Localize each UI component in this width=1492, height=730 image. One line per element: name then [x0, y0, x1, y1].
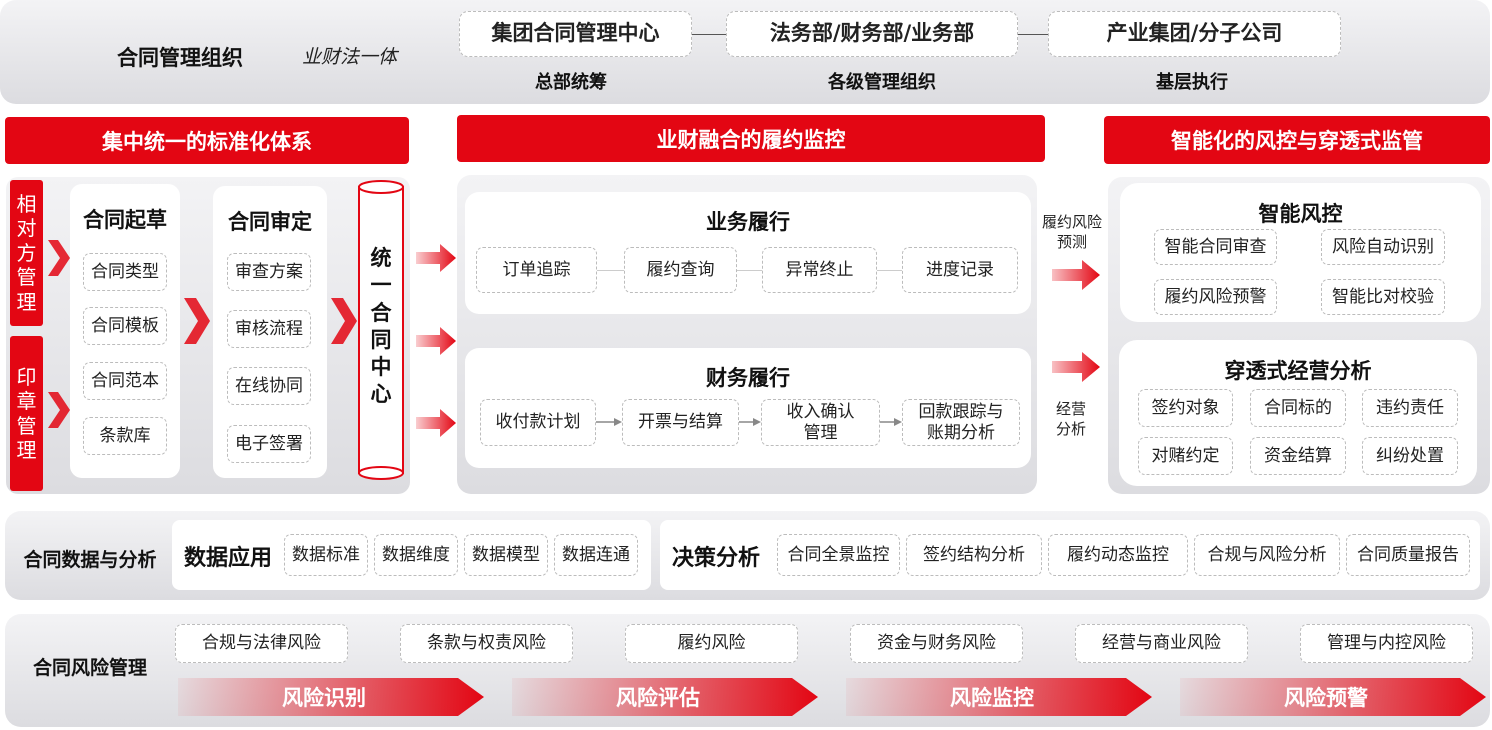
org-box-dept: 法务部/财务部/业务部: [726, 11, 1018, 57]
analysis-item: 资金结算: [1250, 437, 1346, 475]
draft-item: 合同类型: [83, 253, 167, 291]
risk-stage-alert: 风险预警: [1180, 678, 1486, 716]
finance-performance-title: 财务履行: [706, 366, 790, 390]
finance-item: 收入确认管理: [761, 399, 880, 446]
risk-category: 管理与内控风险: [1300, 624, 1473, 663]
arrow-right-icon: [1052, 352, 1100, 382]
risk-stage-label: 风险识别: [282, 686, 366, 710]
analysis-item: 纠纷处置: [1362, 437, 1458, 475]
smart-risk-item: 履约风险预警: [1154, 279, 1277, 315]
org-connector: [1018, 34, 1048, 35]
chevron-right-icon: [48, 392, 70, 428]
decision-item: 合同质量报告: [1346, 534, 1470, 576]
analysis-item: 签约对象: [1138, 389, 1233, 427]
risk-stage-monitor: 风险监控: [846, 678, 1152, 716]
header-standardization: 集中统一的标准化体系: [5, 117, 409, 164]
decision-item: 合规与风险分析: [1194, 534, 1340, 576]
finance-item: 开票与结算: [622, 399, 739, 446]
org-label-hq: 总部统筹: [535, 72, 607, 93]
analysis-item: 对赌约定: [1138, 437, 1233, 475]
arrow-right-icon: [880, 418, 902, 426]
risk-category: 合规与法律风险: [175, 624, 348, 663]
org-label-sub: 基层执行: [1156, 72, 1228, 93]
org-box-hq: 集团合同管理中心: [459, 11, 692, 57]
decision-title: 决策分析: [671, 546, 760, 571]
finance-item: 回款跟踪与账期分析: [902, 399, 1020, 446]
org-title: 合同管理组织: [117, 46, 243, 70]
business-item: 进度记录: [902, 247, 1018, 293]
draft-item: 合同范本: [83, 362, 167, 400]
org-box-sub: 产业集团/分子公司: [1048, 11, 1341, 57]
review-item: 在线协同: [227, 367, 311, 405]
smart-risk-item: 智能合同审查: [1154, 229, 1277, 265]
connector-line: [877, 270, 902, 271]
risk-stage-assess: 风险评估: [512, 678, 818, 716]
connector-label-business-analysis: 经营分析: [1055, 400, 1086, 438]
risk-category: 履约风险: [625, 624, 798, 663]
chevron-right-icon: [48, 240, 70, 276]
decision-item: 签约结构分析: [906, 534, 1042, 576]
risk-stage-label: 风险预警: [1284, 686, 1368, 710]
finance-item: 收付款计划: [480, 399, 596, 446]
draft-title: 合同起草: [83, 208, 167, 232]
analysis-item: 合同标的: [1250, 389, 1346, 427]
data-app-item: 数据模型: [464, 534, 548, 576]
org-label-dept: 各级管理组织: [828, 72, 936, 93]
draft-item: 合同模板: [83, 307, 167, 345]
side-tab-seal: 印章管理: [10, 336, 43, 491]
connector-label-risk-forecast: 履约风险预测: [1041, 213, 1102, 251]
risk-management-label: 合同风险管理: [32, 657, 147, 679]
smart-risk-title: 智能风控: [1258, 202, 1343, 226]
risk-category: 经营与商业风险: [1075, 624, 1248, 663]
review-item: 审查方案: [227, 253, 311, 291]
connector-line: [597, 270, 624, 271]
data-app-item: 数据标准: [284, 534, 368, 576]
data-app-title: 数据应用: [183, 546, 272, 571]
risk-stage-label: 风险评估: [616, 686, 700, 710]
business-performance-title: 业务履行: [706, 210, 790, 234]
risk-category: 资金与财务风险: [850, 624, 1023, 663]
penetrating-analysis-title: 穿透式经营分析: [1224, 359, 1372, 383]
business-item: 异常终止: [762, 247, 877, 293]
arrow-right-icon: [596, 418, 622, 426]
risk-stage-identify: 风险识别: [178, 678, 484, 716]
analysis-item: 违约责任: [1362, 389, 1458, 427]
contract-center-label: 统一合同中心: [370, 246, 392, 407]
side-tab-counterparty: 相对方管理: [10, 180, 43, 326]
data-app-item: 数据连通: [554, 534, 638, 576]
contract-center-cylinder: [358, 180, 404, 480]
connector-line: [737, 270, 762, 271]
risk-category: 条款与权责风险: [400, 624, 573, 663]
review-item: 审核流程: [227, 310, 311, 348]
review-item: 电子签署: [227, 425, 311, 463]
smart-risk-item: 风险自动识别: [1321, 229, 1445, 265]
arrow-right-icon: [416, 244, 456, 272]
review-title: 合同审定: [228, 210, 312, 234]
data-analysis-label: 合同数据与分析: [23, 549, 157, 571]
smart-risk-item: 智能比对校验: [1321, 279, 1445, 315]
header-performance-monitoring: 业财融合的履约监控: [457, 115, 1045, 162]
draft-item: 条款库: [83, 417, 167, 455]
org-subtitle: 业财法一体: [302, 46, 398, 68]
arrow-right-icon: [739, 418, 761, 426]
business-item: 订单追踪: [476, 247, 597, 293]
data-app-item: 数据维度: [374, 534, 458, 576]
chevron-right-icon: [184, 298, 210, 344]
arrow-right-icon: [416, 327, 456, 355]
decision-item: 履约动态监控: [1048, 534, 1188, 576]
header-intelligent-risk: 智能化的风控与穿透式监管: [1104, 116, 1490, 164]
chevron-right-icon: [331, 298, 357, 344]
arrow-right-icon: [416, 409, 456, 437]
risk-stage-label: 风险监控: [950, 686, 1034, 710]
business-item: 履约查询: [624, 247, 737, 293]
decision-item: 合同全景监控: [777, 534, 900, 576]
arrow-right-icon: [1052, 260, 1100, 290]
org-connector: [692, 34, 726, 35]
